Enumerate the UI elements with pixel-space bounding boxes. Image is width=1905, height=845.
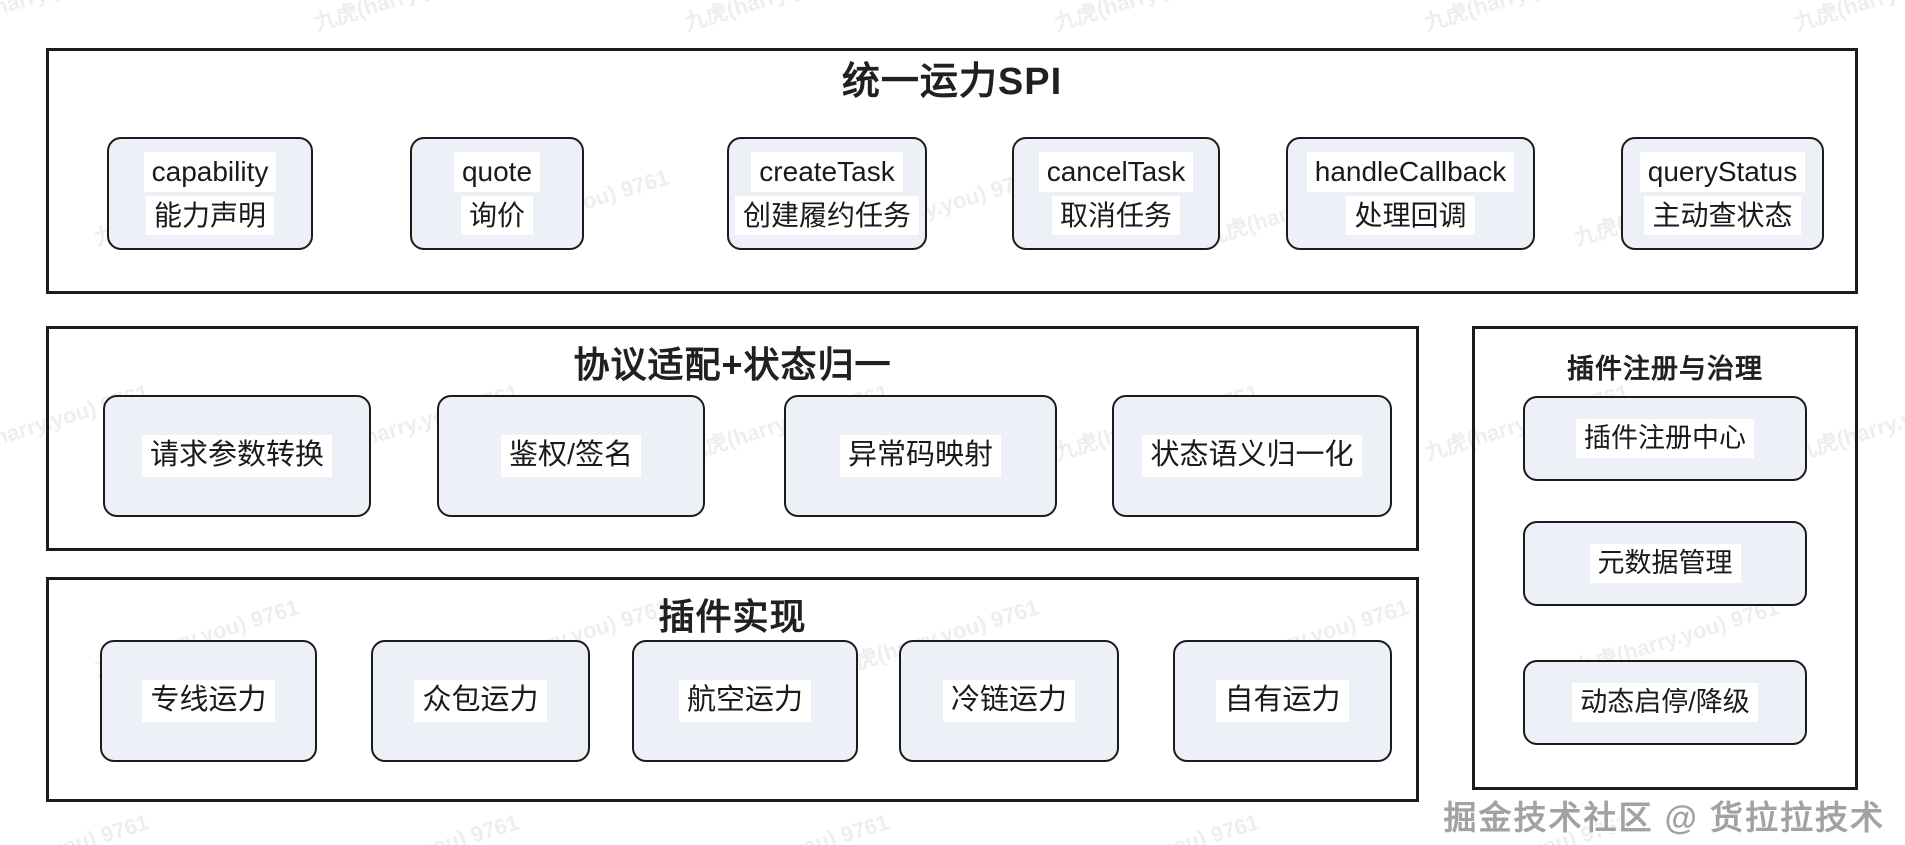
watermark-text: 九虎(harry.you) 9761 (1050, 805, 1262, 845)
box-label-en: cancelTask (1038, 151, 1194, 192)
panel-title-plugin-implementation: 插件实现 (658, 596, 807, 637)
watermark-text: 九虎(harry.you) 9761 (0, 805, 152, 845)
impl-box-air-capacity: 航空运力 (632, 640, 858, 762)
impl-box-cold-chain-capacity: 冷链运力 (899, 640, 1119, 762)
watermark-text: 九虎(harry.you) 9761 (1050, 0, 1262, 37)
governance-box-metadata-management: 元数据管理 (1523, 521, 1807, 606)
box-label-en: handleCallback (1306, 151, 1515, 192)
panel-title-plugin-registry-governance: 插件注册与治理 (1567, 354, 1763, 384)
panel-protocol-adapter (46, 326, 1419, 551)
box-label: 元数据管理 (1589, 544, 1741, 583)
watermark-text: 九虎(harry.you) 9761 (680, 0, 892, 37)
box-label: 航空运力 (678, 680, 811, 722)
box-label-en: capability (143, 151, 277, 192)
watermark-text: 九虎(harry.you) 9761 (310, 0, 522, 37)
box-label-zh: 取消任务 (1051, 195, 1180, 236)
adapter-box-auth-signature: 鉴权/签名 (437, 395, 705, 517)
spi-box-handle-callback: handleCallback 处理回调 (1286, 137, 1535, 250)
spi-box-query-status: queryStatus 主动查状态 (1621, 137, 1824, 250)
adapter-box-request-param-conversion: 请求参数转换 (103, 395, 371, 517)
spi-box-quote: quote 询价 (410, 137, 584, 250)
box-label: 鉴权/签名 (500, 435, 642, 477)
watermark-text: 九虎(harry.you) 9761 (0, 0, 152, 37)
impl-box-crowdsourced-capacity: 众包运力 (371, 640, 590, 762)
spi-box-cancel-task: cancelTask 取消任务 (1012, 137, 1220, 250)
box-label-en: createTask (751, 151, 903, 192)
box-label: 冷链运力 (942, 680, 1075, 722)
spi-box-create-task: createTask 创建履约任务 (727, 137, 927, 250)
box-label-zh: 处理回调 (1346, 195, 1475, 236)
impl-box-owned-capacity: 自有运力 (1173, 640, 1392, 762)
panel-plugin-implementation (46, 577, 1419, 802)
box-label-en: quote (453, 151, 541, 192)
governance-box-dynamic-start-stop-downgrade: 动态启停/降级 (1523, 660, 1807, 745)
adapter-box-error-code-mapping: 异常码映射 (784, 395, 1057, 517)
footer-credit: 掘金技术社区 @ 货拉拉技术 (1443, 799, 1885, 836)
watermark-text: 九虎(harry.you) 9761 (310, 805, 522, 845)
box-label-zh: 主动查状态 (1644, 195, 1801, 236)
panel-unified-capacity-spi (46, 48, 1858, 294)
box-label: 动态启停/降级 (1572, 683, 1758, 722)
box-label: 请求参数转换 (141, 435, 332, 477)
panel-title-protocol-adapter: 协议适配+状态归一 (573, 344, 892, 385)
box-label: 状态语义归一化 (1142, 435, 1362, 477)
box-label: 专线运力 (142, 680, 275, 722)
watermark-text: 九虎(harry.you) 9761 (1420, 0, 1632, 37)
watermark-text: 九虎(harry.you) 9761 (680, 805, 892, 845)
adapter-box-status-semantics-unification: 状态语义归一化 (1112, 395, 1392, 517)
box-label: 异常码映射 (839, 435, 1001, 477)
box-label: 自有运力 (1216, 680, 1349, 722)
watermark-text: 九虎(harry.you) 9761 (1790, 0, 1905, 37)
governance-box-plugin-registry-center: 插件注册中心 (1523, 396, 1807, 481)
box-label-zh: 能力声明 (145, 195, 274, 236)
spi-box-capability: capability 能力声明 (107, 137, 313, 250)
box-label: 众包运力 (414, 680, 547, 722)
box-label-zh: 创建履约任务 (734, 195, 919, 236)
box-label-zh: 询价 (460, 195, 533, 236)
impl-box-dedicated-line-capacity: 专线运力 (100, 640, 317, 762)
panel-plugin-registry-governance (1472, 326, 1858, 790)
panel-title-unified-capacity-spi: 统一运力SPI (841, 61, 1063, 103)
box-label: 插件注册中心 (1576, 419, 1754, 458)
box-label-en: queryStatus (1639, 151, 1806, 192)
